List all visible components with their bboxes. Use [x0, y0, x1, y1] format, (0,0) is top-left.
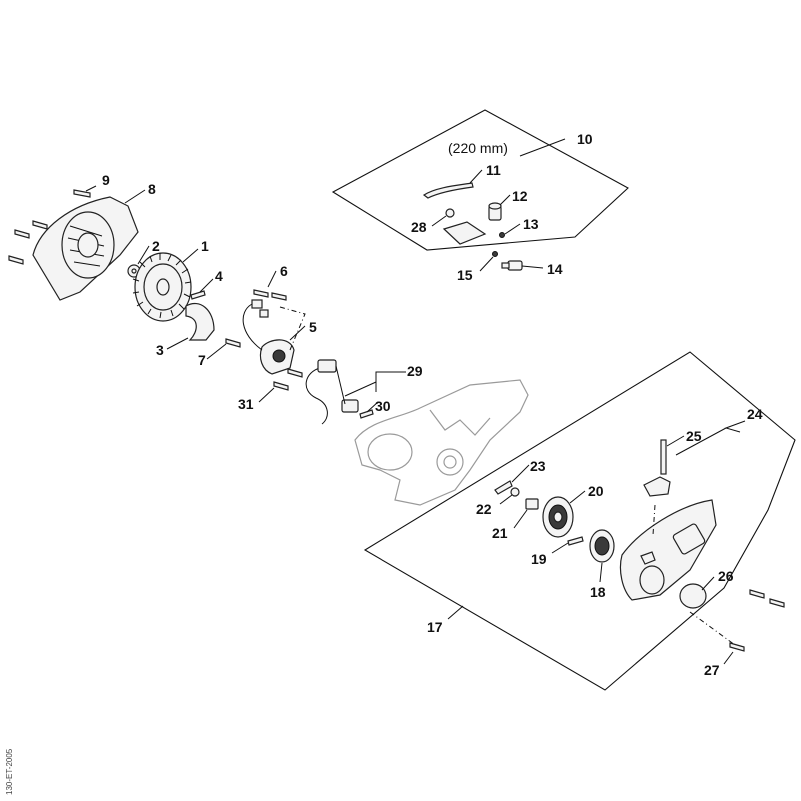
label-1: 1 [201, 238, 209, 254]
screw-part-7 [225, 338, 241, 348]
screw-part-19 [567, 536, 584, 546]
axis-line-screw [689, 611, 736, 646]
label-2: 2 [152, 238, 160, 254]
axis-line-module [279, 306, 306, 351]
flywheel-part-1 [132, 252, 192, 322]
axis-line-cover [652, 504, 656, 536]
label-23: 23 [530, 458, 546, 474]
key-part-23 [494, 480, 513, 495]
label-7: 7 [198, 352, 206, 368]
sprocket-cover-24 [619, 499, 717, 601]
label-31: 31 [238, 396, 254, 412]
dot-part-13 [499, 232, 505, 238]
label-24: 24 [747, 406, 763, 422]
label-29: 29 [407, 363, 423, 379]
crankcase-outline [354, 379, 529, 506]
cap-part-12 [488, 202, 502, 221]
label-4: 4 [215, 268, 223, 284]
dot-part-15 [492, 251, 498, 257]
bracket-part-3 [185, 302, 215, 341]
screws-part-31 [273, 368, 303, 391]
label-30: 30 [375, 398, 391, 414]
label-19: 19 [531, 551, 547, 567]
label-13: 13 [523, 216, 539, 232]
badge-part-26 [679, 583, 707, 609]
screws-part-6 [253, 289, 287, 301]
label-25: 25 [686, 428, 702, 444]
bolt-part-25 [643, 439, 671, 497]
nut-part-22 [510, 487, 520, 497]
label-18: 18 [590, 584, 606, 600]
screws-part-27 [729, 589, 785, 652]
pad-part-kit [442, 221, 487, 245]
drum-part-18 [589, 529, 615, 563]
fan-housing-8 [32, 196, 139, 301]
ignition-module-5 [242, 299, 295, 375]
kit-note: (220 mm) [448, 140, 508, 156]
label-11: 11 [486, 162, 501, 178]
leader-lines [85, 138, 746, 665]
label-6: 6 [280, 263, 288, 279]
kit-frame-17 [363, 351, 796, 691]
sprocket-part-20 [542, 496, 574, 538]
label-9: 9 [102, 172, 110, 188]
label-14: 14 [547, 261, 563, 277]
label-21: 21 [492, 525, 508, 541]
nut-part-28 [445, 208, 455, 218]
screw-part-4 [190, 290, 206, 300]
label-28: 28 [411, 219, 427, 235]
label-12: 12 [512, 188, 528, 204]
clip-part-21 [525, 498, 539, 510]
label-20: 20 [588, 483, 604, 499]
side-code: 130-ET-2005 [5, 748, 14, 795]
label-8: 8 [148, 181, 156, 197]
label-3: 3 [156, 342, 164, 358]
label-17: 17 [427, 619, 443, 635]
label-5: 5 [309, 319, 317, 335]
screws-housing [8, 189, 91, 265]
screw-part-30 [359, 409, 374, 419]
spring-part-11 [422, 182, 474, 199]
switch-cable-29 [305, 359, 359, 425]
callout-labels: 1 2 3 4 5 6 7 8 9 10 11 12 13 14 15 17 1… [102, 131, 763, 678]
label-15: 15 [457, 267, 473, 283]
label-10: 10 [577, 131, 593, 147]
label-27: 27 [704, 662, 720, 678]
plug-part-14 [501, 260, 523, 271]
label-26: 26 [718, 568, 734, 584]
kit-frame-10: (220 mm) [331, 109, 629, 251]
label-22: 22 [476, 501, 492, 517]
